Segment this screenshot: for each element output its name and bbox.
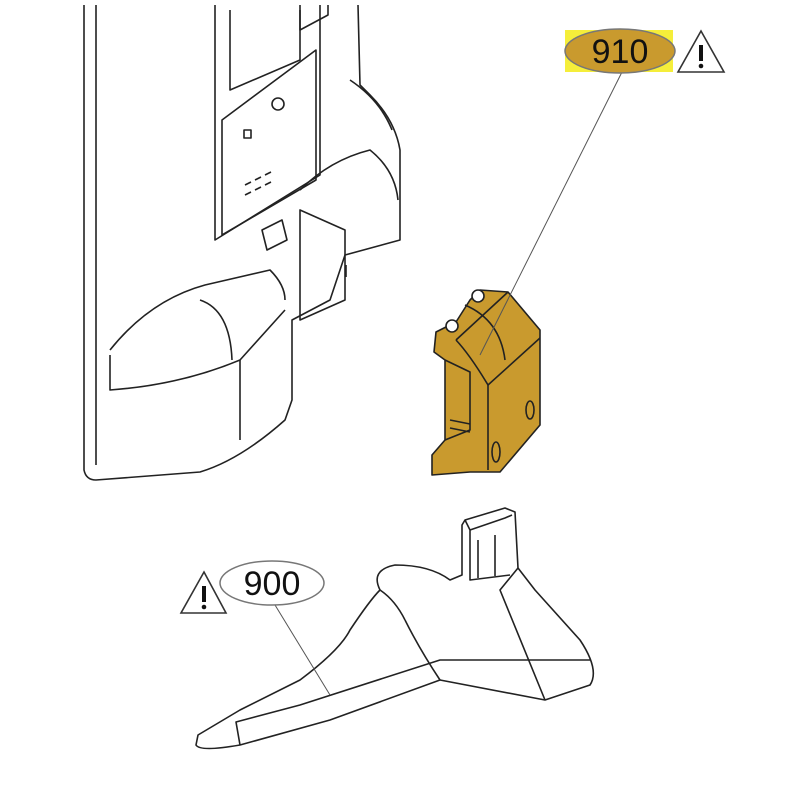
- callout-bubble: [219, 560, 325, 606]
- warning-triangle-icon: [179, 570, 228, 614]
- callout-bubble: [564, 28, 676, 74]
- part-900-stand-base[interactable]: [195, 507, 595, 750]
- warning-triangle-icon: [676, 29, 726, 73]
- leader-line-900: [274, 604, 331, 696]
- part-910-bracket[interactable]: [431, 289, 541, 476]
- callout-910[interactable]: 910: [564, 28, 676, 74]
- leader-line-910: [479, 71, 623, 356]
- monitor-back-panel: [83, 4, 401, 481]
- callout-900[interactable]: 900: [219, 560, 325, 606]
- part-number-label: 900: [244, 565, 301, 603]
- part-number-label: 910: [592, 33, 649, 71]
